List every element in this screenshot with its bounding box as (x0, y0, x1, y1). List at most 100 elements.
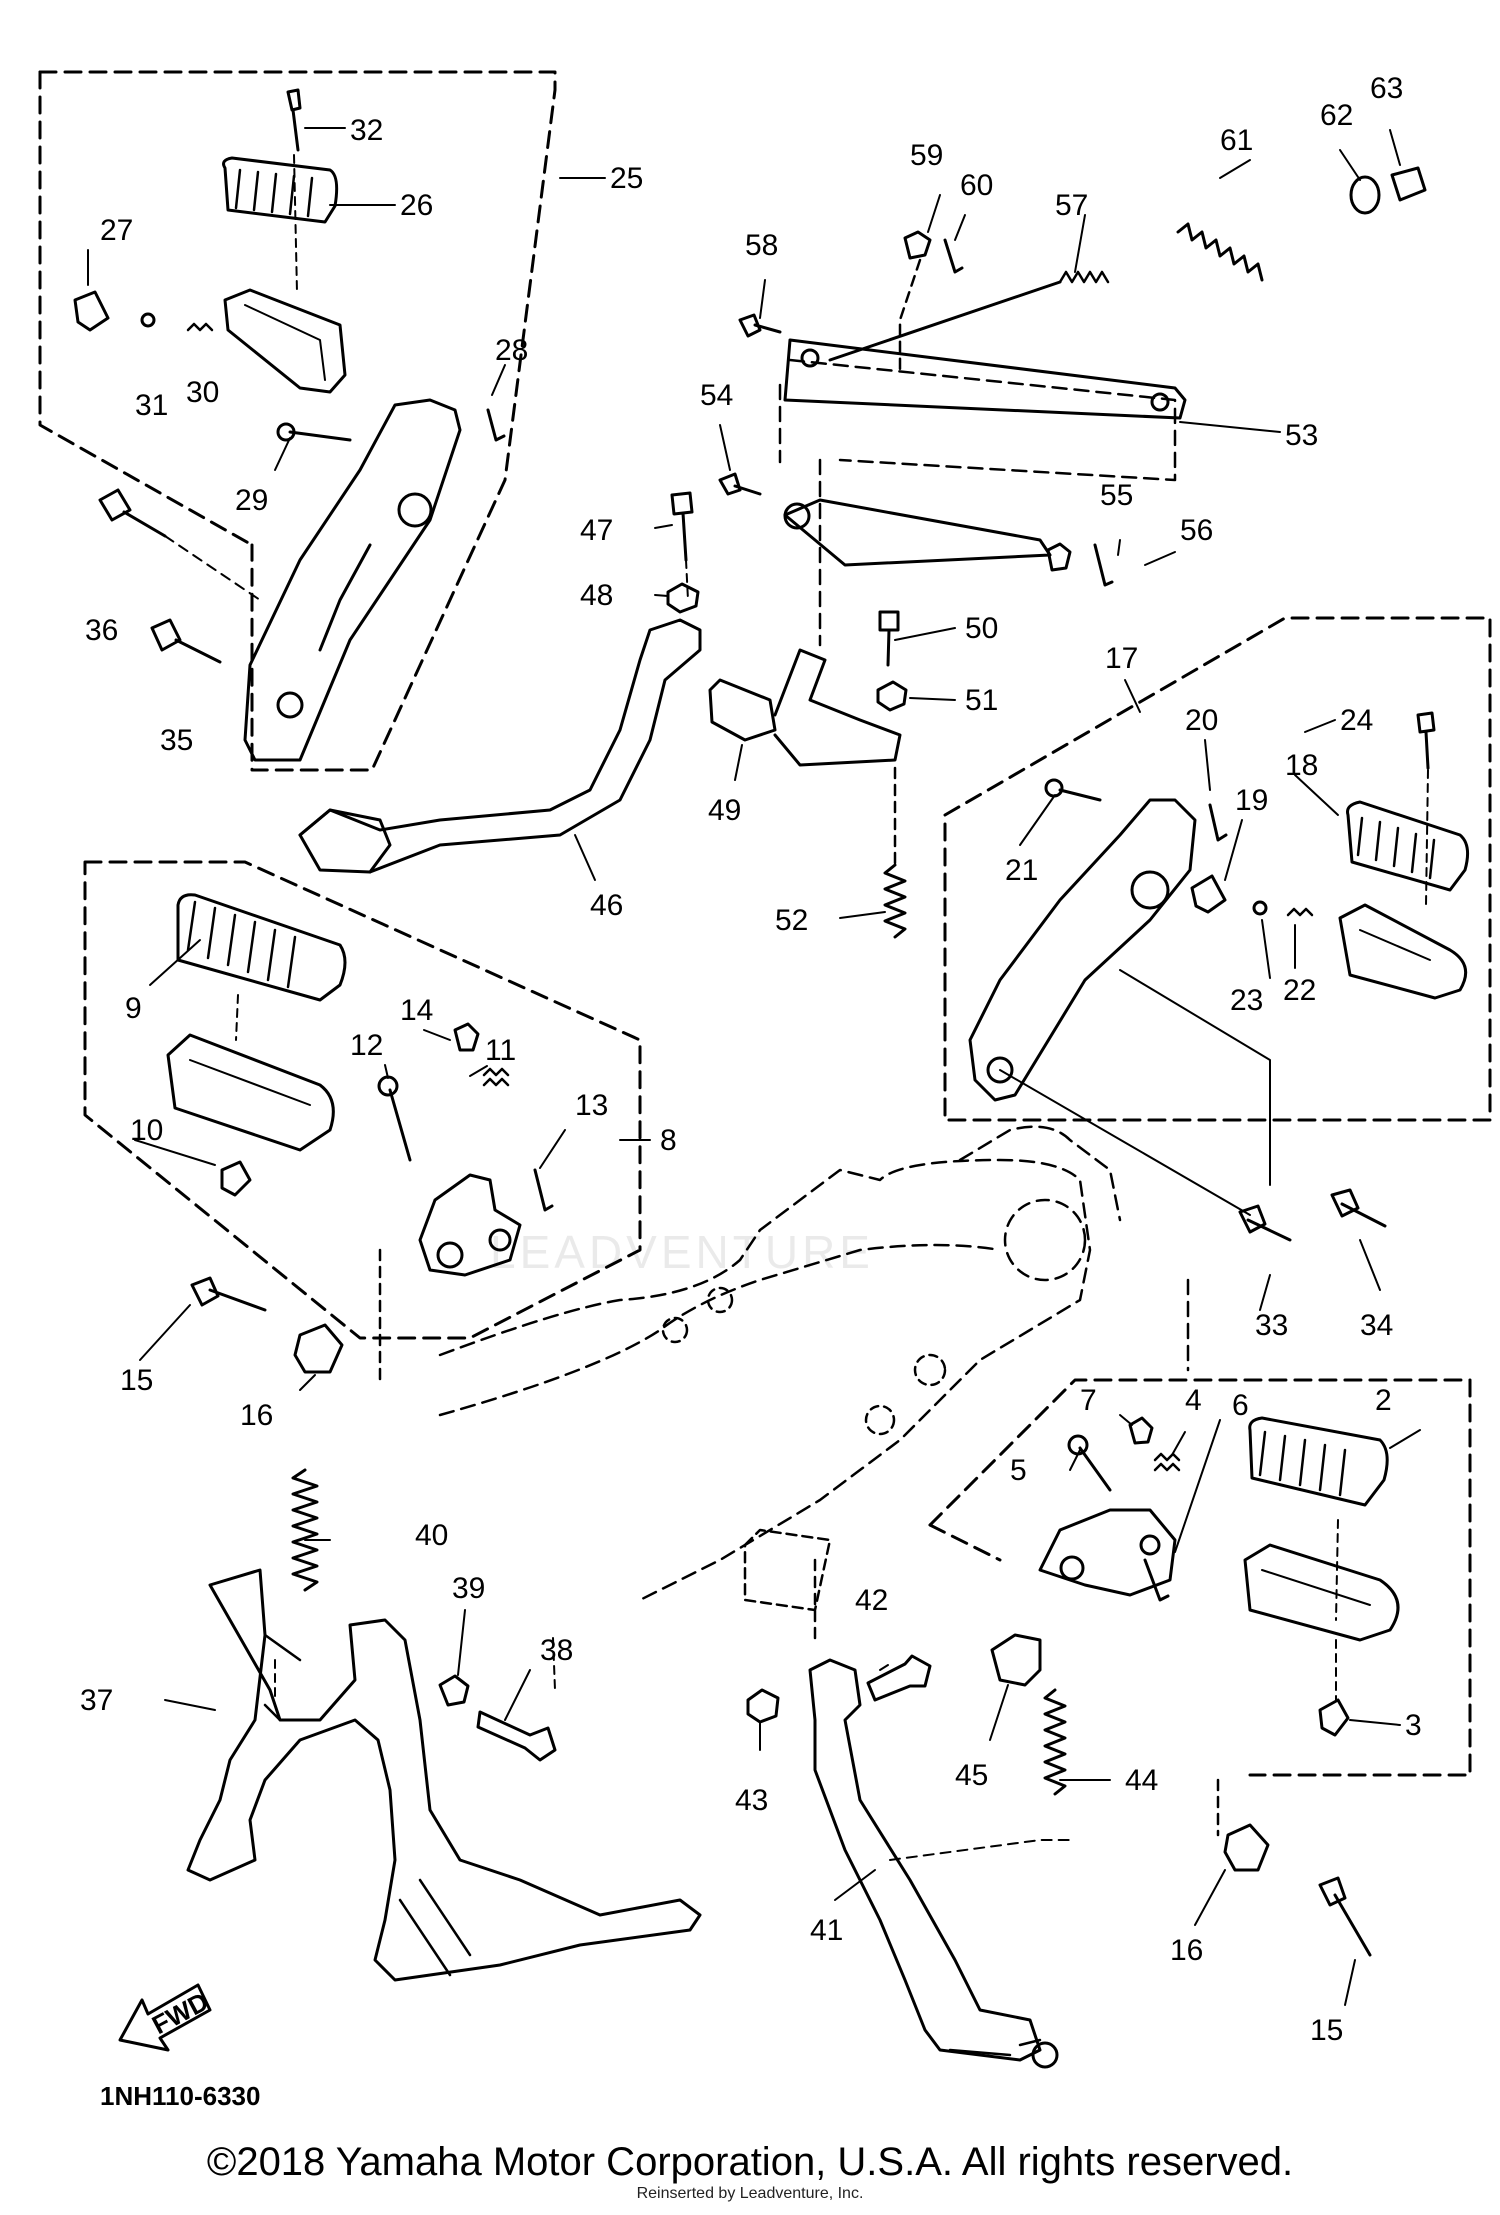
spring-52 (883, 863, 907, 939)
callout-14: 14 (400, 994, 433, 1027)
bolt-24 (1416, 711, 1436, 770)
spring-22 (1286, 907, 1314, 917)
callout-46: 46 (590, 889, 623, 922)
callout-56: 56 (1180, 514, 1213, 547)
callout-4: 4 (1185, 1384, 1202, 1417)
spring-4 (1153, 1452, 1181, 1472)
callout-39: 39 (452, 1572, 485, 1605)
bracket-8 (418, 1173, 522, 1277)
footrest-26 (222, 156, 339, 224)
pin-21 (1058, 788, 1102, 802)
callout-5: 5 (1010, 1454, 1027, 1487)
bolt-15-right (1318, 1876, 1372, 1957)
washer-14 (453, 1022, 480, 1052)
callout-30: 30 (186, 376, 219, 409)
bolt-50 (878, 610, 900, 667)
rear-bracket-right (968, 798, 1197, 1102)
bolt-47 (670, 491, 694, 562)
spring-61 (1176, 222, 1264, 282)
diagram-ref-code: 1NH110-6330 (100, 2081, 260, 2111)
callout-3: 3 (1405, 1709, 1422, 1742)
pin-60 (943, 238, 964, 274)
grommet-16-right (1223, 1823, 1270, 1872)
nut-43 (746, 1688, 780, 1724)
bolt-33 (1238, 1204, 1292, 1242)
bolt-54 (718, 472, 762, 496)
cap-3 (1318, 1698, 1350, 1737)
pin-13 (533, 1168, 554, 1212)
pin-6 (1143, 1558, 1170, 1602)
callout-21: 21 (1005, 854, 1038, 887)
callout-12: 12 (350, 1029, 383, 1062)
shift-rod-57 (828, 280, 1062, 362)
bracket-right-front (1038, 1508, 1177, 1597)
nut-62 (1349, 175, 1381, 215)
callout-40: 40 (415, 1519, 448, 1552)
callout-19: 19 (1235, 784, 1268, 817)
callout-7: 7 (1080, 1384, 1097, 1417)
group-25-outline (38, 70, 557, 772)
washer-39 (438, 1674, 470, 1707)
group-17-outline (943, 616, 1492, 1122)
callout-38: 38 (540, 1634, 573, 1667)
callout-25: 25 (610, 162, 643, 195)
callout-13: 13 (575, 1089, 608, 1122)
stand-mount (743, 1528, 832, 1612)
callout-20: 20 (1185, 704, 1218, 737)
callout-16-right: 16 (1170, 1934, 1203, 1967)
callout-8: 8 (660, 1124, 677, 1157)
ball-23 (1252, 900, 1268, 916)
callout-27: 27 (100, 214, 133, 247)
group-right-front-outline (928, 1378, 1472, 1777)
bolt-38 (476, 1710, 557, 1762)
callout-24: 24 (1340, 704, 1373, 737)
group-8-outline (83, 860, 642, 1340)
callout-43: 43 (735, 1784, 768, 1817)
fwd-arrow (118, 1983, 212, 2052)
pin-12 (388, 1088, 412, 1162)
callout-18: 18 (1285, 749, 1318, 782)
spring-30 (186, 322, 214, 332)
callout-31: 31 (135, 389, 168, 422)
bolt-32 (286, 88, 302, 152)
callout-15-right: 15 (1310, 2014, 1343, 2047)
grommet-16-left (293, 1323, 344, 1374)
callout-54: 54 (700, 379, 733, 412)
callout-6: 6 (1232, 1389, 1249, 1422)
callout-57: 57 (1055, 189, 1088, 222)
callout-61: 61 (1220, 124, 1253, 157)
pin-29 (288, 430, 352, 442)
copyright-notice: ©2018 Yamaha Motor Corporation, U.S.A. A… (206, 2140, 1294, 2184)
bolt-34 (1330, 1188, 1387, 1228)
footrest-bracket-9 (166, 1033, 335, 1152)
pedal-arm-54 (783, 498, 1052, 567)
callout-35: 35 (160, 724, 193, 757)
footrest-9 (176, 893, 347, 1002)
callout-63: 63 (1370, 72, 1403, 105)
callout-22: 22 (1283, 974, 1316, 1007)
callout-2: 2 (1375, 1384, 1392, 1417)
pin-5 (1078, 1446, 1112, 1492)
footrest-18 (1346, 800, 1470, 892)
bolt-36 (98, 488, 167, 538)
callout-62: 62 (1320, 99, 1353, 132)
washer-7 (1128, 1416, 1154, 1445)
spring-44 (1043, 1688, 1067, 1796)
nut-51 (876, 680, 908, 712)
callout-26: 26 (400, 189, 433, 222)
footrest-2 (1248, 1416, 1389, 1507)
watermark-text: Reinserted by Leadventure, Inc. (636, 2185, 864, 2202)
rear-bracket-left (243, 398, 462, 762)
bolt-35 (150, 618, 222, 664)
callout-49: 49 (708, 794, 741, 827)
shaft-49 (708, 678, 777, 742)
callout-36: 36 (85, 614, 118, 647)
callout-41: 41 (810, 1914, 843, 1947)
clip-20 (1208, 803, 1228, 842)
footrest-bracket-26 (223, 288, 347, 394)
callout-17: 17 (1105, 642, 1138, 675)
watermark-label: LEADVENTURE (490, 1226, 874, 1278)
bolt-42 (866, 1654, 932, 1702)
callout-42: 42 (855, 1584, 888, 1617)
